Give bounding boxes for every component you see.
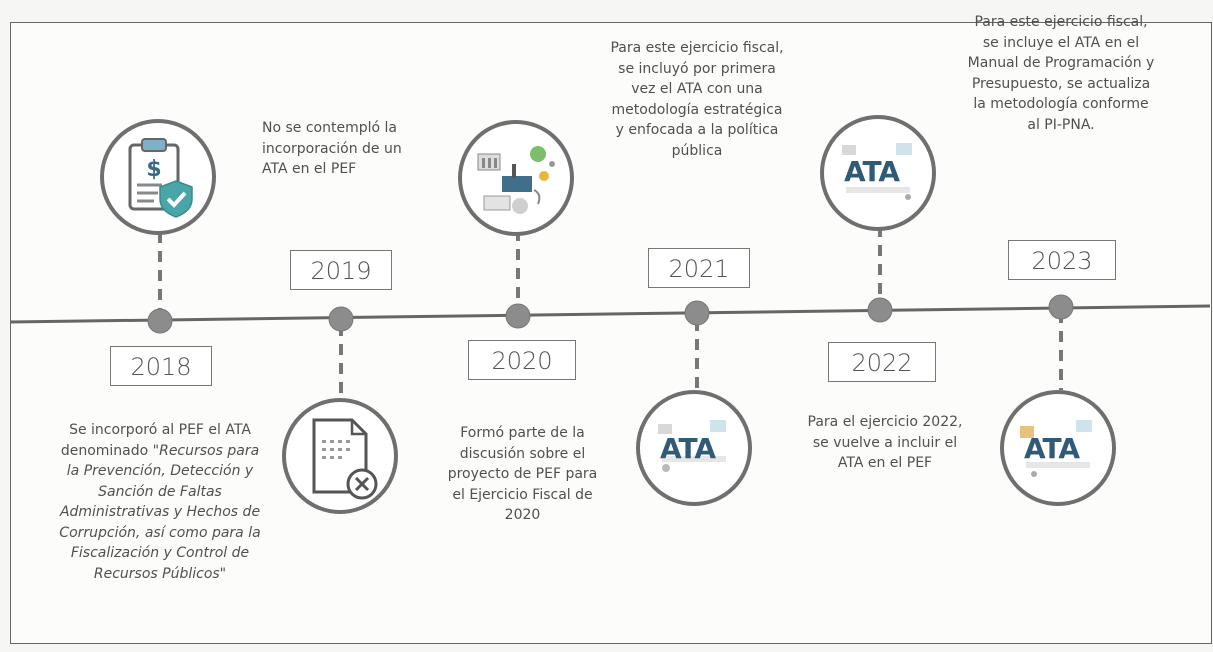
- event-2022-ata-label: ATA: [844, 155, 900, 188]
- node-2020: [505, 303, 531, 329]
- public-policy-illustration-icon: [477, 146, 555, 214]
- year-badge-2020: 2020: [468, 340, 576, 380]
- node-2018: [147, 308, 173, 334]
- event-2019-icon-circle: [282, 398, 398, 514]
- event-2022-description: Para el ejercicio 2022, se vuelve a incl…: [807, 414, 963, 471]
- year-badge-2018: 2018: [110, 346, 212, 386]
- year-badge-2021: 2021: [648, 248, 750, 288]
- event-2021-ata-label: ATA: [660, 432, 716, 465]
- event-2023-ata-label: ATA: [1024, 432, 1080, 465]
- node-2021: [684, 300, 710, 326]
- node-2022: [867, 297, 893, 323]
- event-2019-description: No se contempló la incorporación de un A…: [262, 120, 402, 177]
- event-2022-icon-circle: ATA: [820, 115, 936, 231]
- event-2018-program-name: "Recursos para la Prevención, Detección …: [59, 442, 261, 582]
- event-2018-icon-circle: $: [100, 119, 216, 235]
- event-2018-description: Se incorporó al PEF el ATA denominado "R…: [55, 420, 265, 584]
- event-2020-description: Formó parte de la discusión sobre el pro…: [447, 425, 598, 523]
- timeline-line: [9, 304, 1211, 324]
- year-badge-2023: 2023: [1008, 240, 1116, 280]
- ata-illustration-icon: [1020, 420, 1092, 477]
- document-rejected-icon: [312, 418, 378, 500]
- ata-illustration-icon: [842, 143, 912, 200]
- event-2023-description: Para este ejercicio fiscal, se incluye e…: [967, 14, 1155, 133]
- svg-text:$: $: [146, 157, 161, 182]
- event-2021-description: Para este ejercicio fiscal, se incluyó p…: [610, 40, 784, 159]
- event-2021-icon-circle: ATA: [636, 390, 752, 506]
- event-2020-icon-circle: [458, 120, 574, 236]
- year-badge-2022: 2022: [828, 342, 936, 382]
- year-badge-2019: 2019: [290, 250, 392, 290]
- node-2023: [1048, 294, 1074, 320]
- event-2023-icon-circle: ATA: [1000, 390, 1116, 506]
- budget-document-shield-icon: $: [128, 138, 193, 218]
- timeline-frame: [10, 22, 1212, 644]
- event-2018-text: Se incorporó al PEF el ATA denominado: [60, 422, 251, 459]
- ata-illustration-icon: [658, 420, 726, 472]
- node-2019: [328, 306, 354, 332]
